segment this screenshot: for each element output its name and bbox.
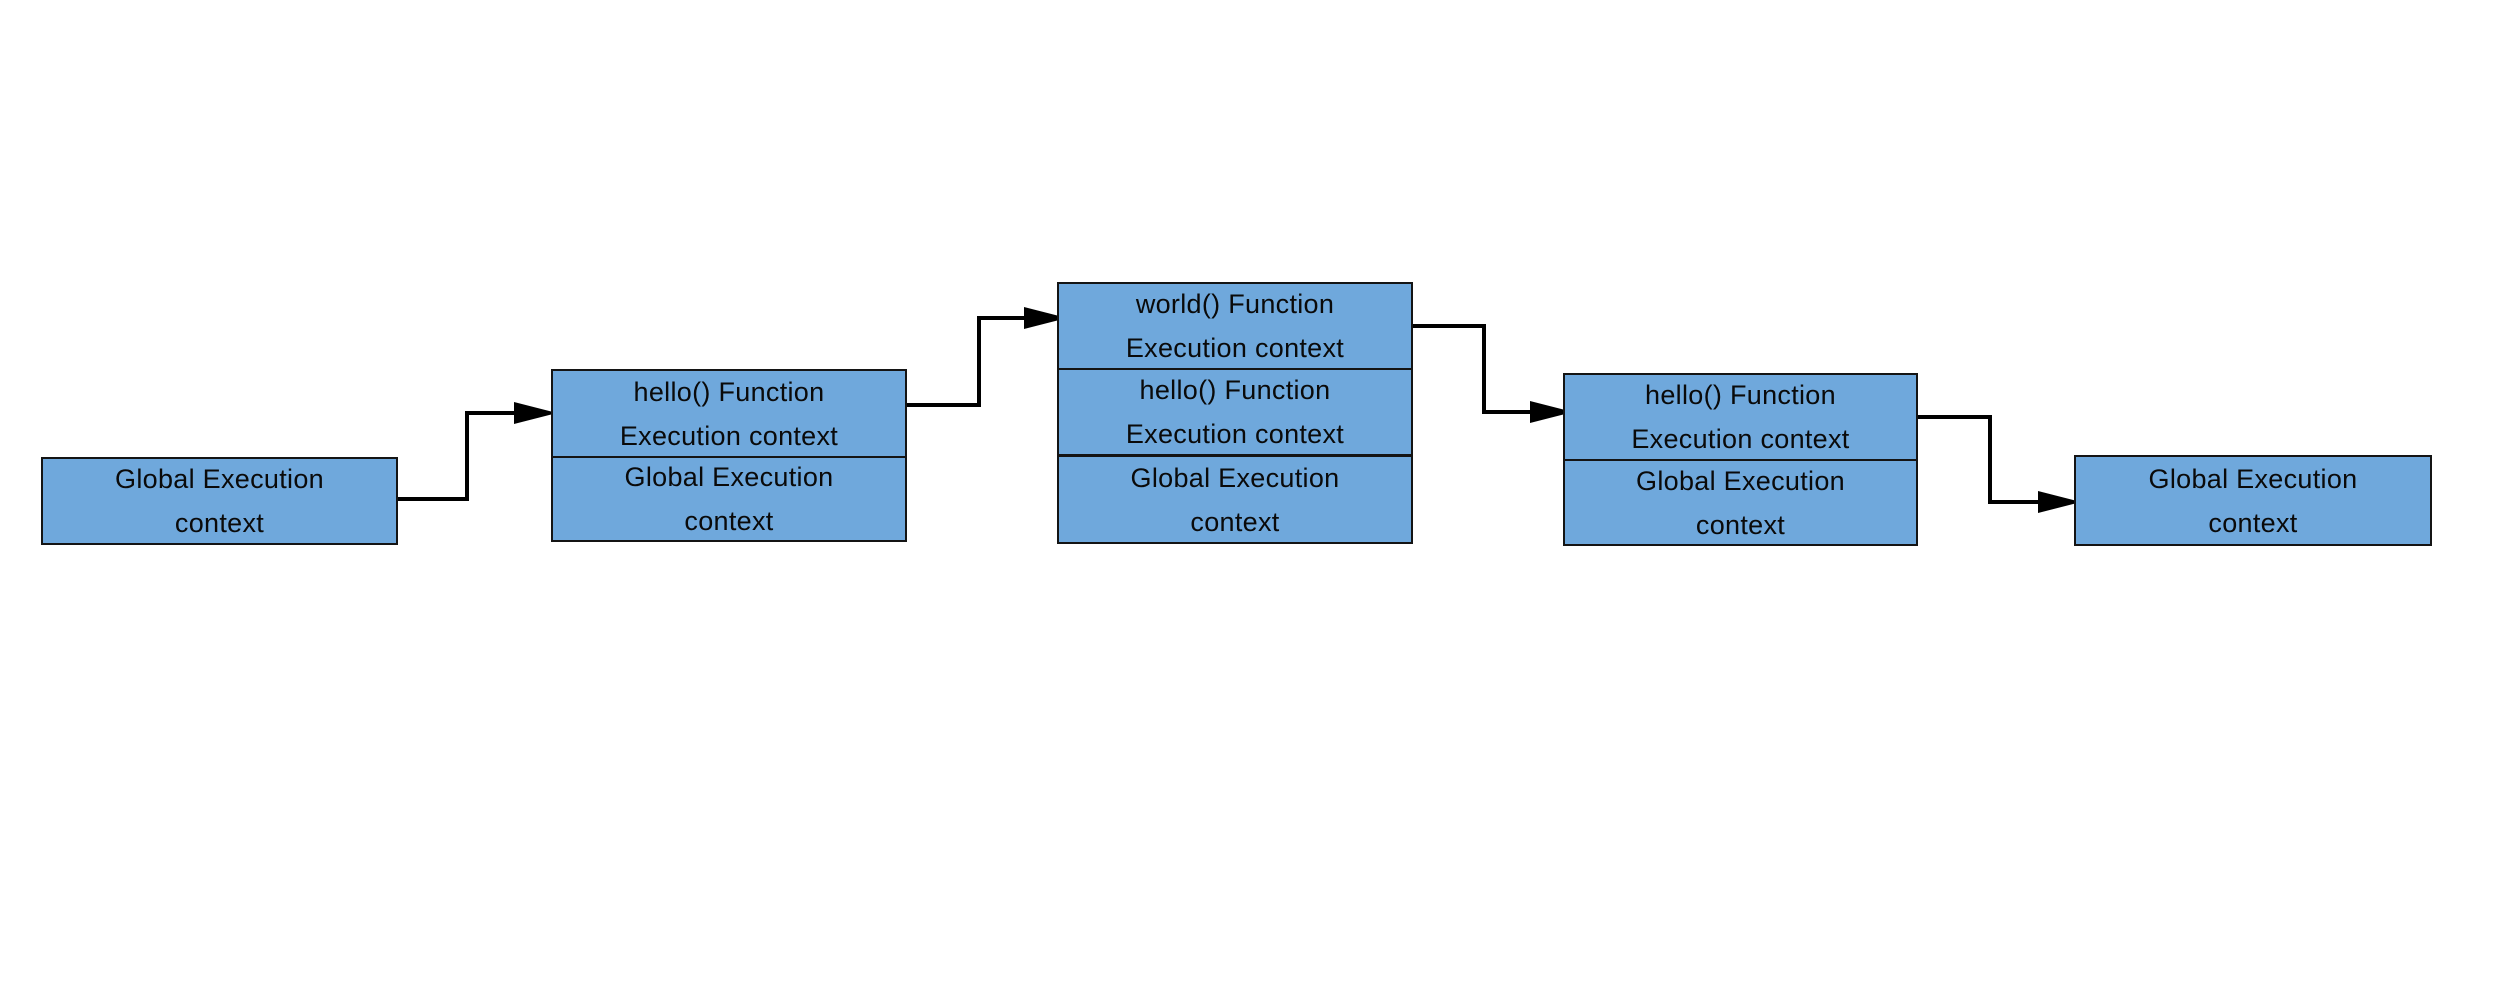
arrow-stage4-to-stage5 bbox=[1918, 415, 2081, 513]
arrow-stage3-to-stage4 bbox=[1413, 324, 1573, 423]
arrow-stage2-to-stage3 bbox=[907, 307, 1067, 407]
global-execution-context-cell: Global Execution context bbox=[1565, 459, 1916, 544]
stage-1-global-context-box: Global Execution context bbox=[41, 457, 398, 545]
cell-label-line2: context bbox=[1695, 509, 1786, 540]
cell-label-line2: Execution context bbox=[1631, 424, 1850, 454]
cell-label-line1: hello() Function bbox=[1139, 375, 1331, 405]
cell-label-line2: Execution context bbox=[619, 420, 839, 451]
cell-label-line2: context bbox=[174, 508, 265, 538]
cell-label-line2: Execution context bbox=[1125, 333, 1345, 363]
stage-3-stack: world() Function Execution context hello… bbox=[1057, 282, 1413, 544]
cell-label-line1: Global Execution bbox=[1636, 465, 1845, 496]
world-function-context-cell: world() Function Execution context bbox=[1059, 284, 1411, 368]
arrow-stage1-to-stage2 bbox=[398, 402, 557, 501]
cell-label-line1: hello() Function bbox=[633, 376, 825, 407]
cell-label-line1: Global Execution bbox=[2148, 463, 2358, 494]
cell-label-line1: world() Function bbox=[1135, 289, 1335, 319]
cell-label-line2: context bbox=[2208, 507, 2298, 538]
stage-5-global-context-box: Global Execution context bbox=[2074, 455, 2432, 546]
hello-function-context-cell: hello() Function Execution context bbox=[553, 371, 905, 456]
global-execution-context-cell: Global Execution context bbox=[43, 459, 396, 543]
hello-function-context-cell: hello() Function Execution context bbox=[1059, 368, 1411, 454]
cell-label-line2: context bbox=[684, 506, 774, 536]
global-execution-context-cell: Global Execution context bbox=[2076, 457, 2430, 544]
cell-label-line1: Global Execution bbox=[624, 462, 834, 492]
cell-label-line2: context bbox=[1190, 506, 1280, 537]
hello-function-context-cell: hello() Function Execution context bbox=[1565, 375, 1916, 459]
cell-label-line1: Global Execution bbox=[1130, 462, 1340, 493]
stage-2-stack: hello() Function Execution context Globa… bbox=[551, 369, 907, 542]
cell-label-line2: Execution context bbox=[1125, 419, 1345, 449]
cell-label-line1: Global Execution bbox=[115, 464, 324, 494]
global-execution-context-cell: Global Execution context bbox=[1059, 454, 1411, 542]
stage-4-stack: hello() Function Execution context Globa… bbox=[1563, 373, 1918, 546]
cell-label-line1: hello() Function bbox=[1645, 380, 1836, 410]
global-execution-context-cell: Global Execution context bbox=[553, 456, 905, 540]
